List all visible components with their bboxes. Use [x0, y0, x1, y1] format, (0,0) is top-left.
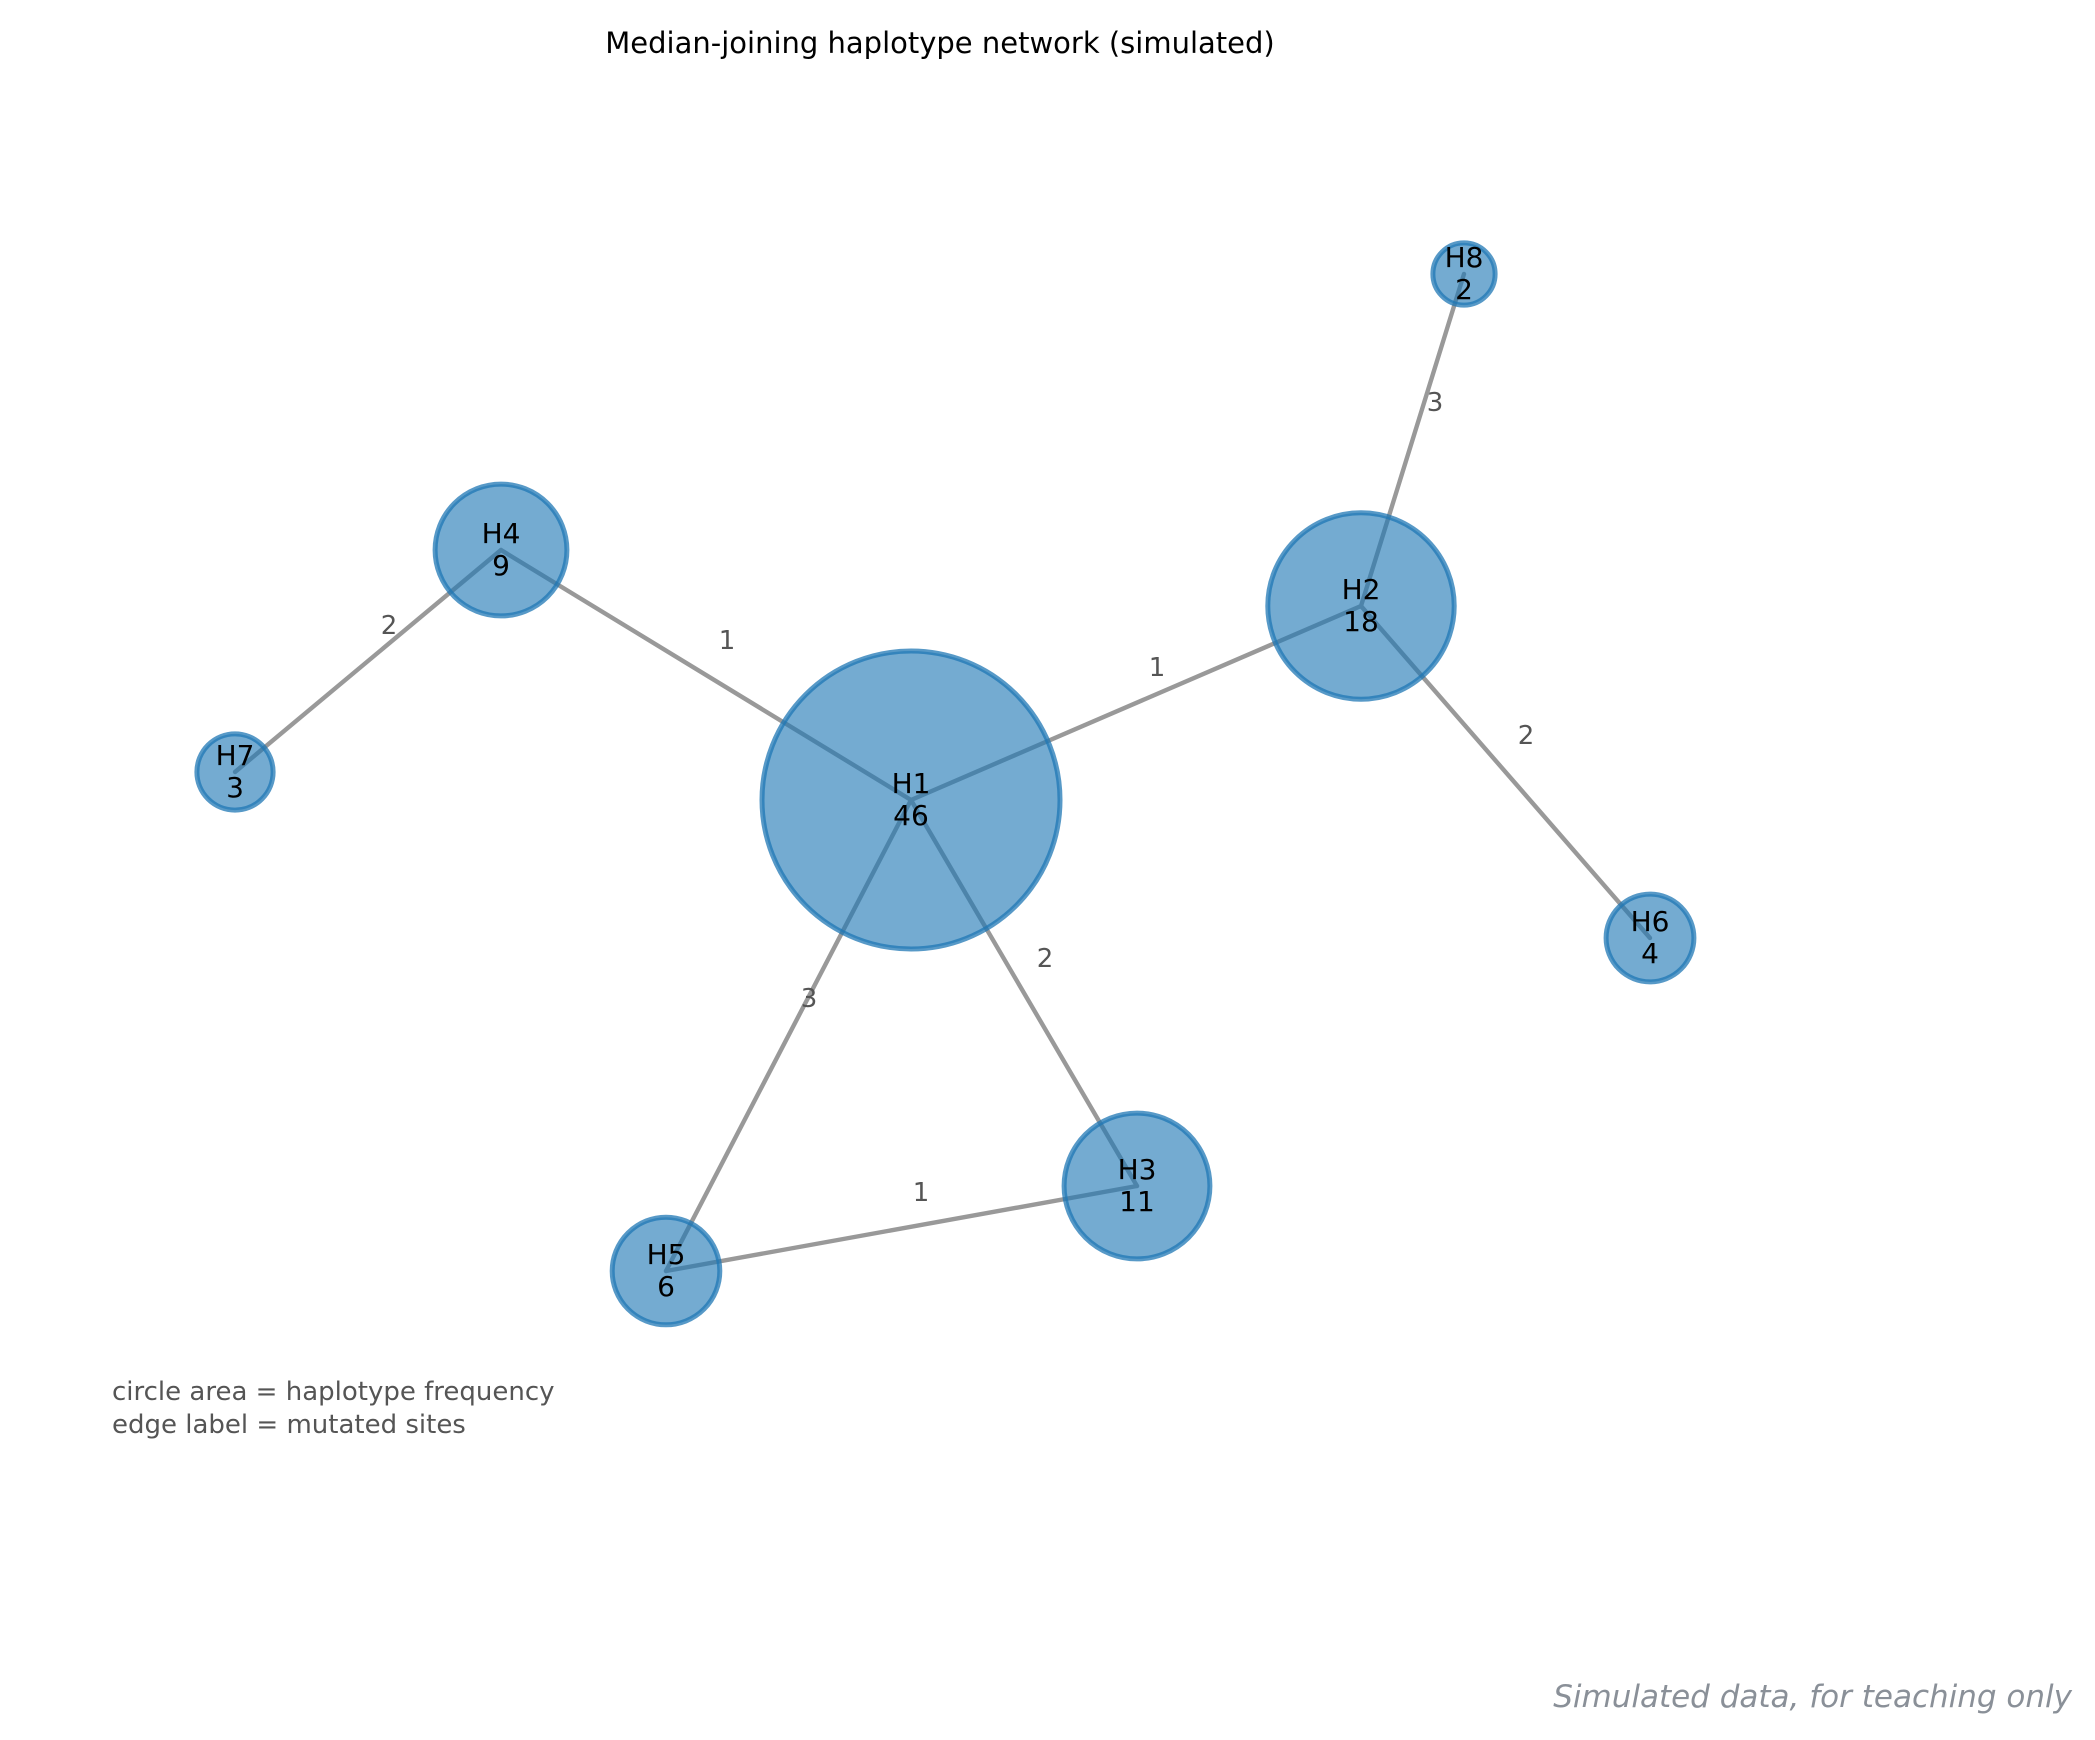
node-count-h1: 46: [893, 799, 929, 832]
node-count-h8: 2: [1455, 273, 1473, 306]
edge-label-h2-h6: 2: [1518, 721, 1535, 751]
node-count-h4: 9: [492, 549, 510, 582]
node-label-h1: H1: [892, 767, 931, 800]
node-count-h5: 6: [657, 1270, 675, 1303]
node-circle-h8: [1430, 240, 1498, 308]
node-label-h5: H5: [647, 1238, 686, 1271]
legend-area-note: circle area = haplotype frequency: [112, 1377, 555, 1407]
node-label-h3: H3: [1118, 1153, 1157, 1186]
node-label-h2: H2: [1342, 573, 1381, 606]
node-label-h4: H4: [482, 517, 521, 550]
node-circle-h3: [1061, 1110, 1213, 1262]
node-label-h7: H7: [216, 739, 255, 772]
node-h6: H64: [1603, 891, 1697, 985]
edge-label-h1-h2: 1: [1149, 653, 1166, 683]
edge-label-h2-h8: 3: [1427, 388, 1444, 418]
node-count-h6: 4: [1641, 937, 1659, 970]
node-h5: H56: [609, 1214, 723, 1328]
legend-edge-note: edge label = mutated sites: [112, 1410, 466, 1440]
node-circle-h7: [194, 731, 276, 813]
node-circle-h6: [1603, 891, 1697, 985]
node-count-h7: 3: [226, 771, 244, 804]
network-edge-labels: 1 1 2 3 2 3 2 1: [381, 388, 1535, 1208]
node-label-h6: H6: [1631, 905, 1670, 938]
node-circle-h1: [759, 648, 1063, 952]
node-circle-h4: [432, 481, 570, 619]
node-count-h2: 18: [1343, 605, 1379, 638]
watermark: Simulated data, for teaching only: [1553, 1679, 2072, 1715]
node-label-h8: H8: [1445, 241, 1484, 274]
node-h8: H82: [1430, 240, 1498, 308]
edge-label-h1-h5: 3: [801, 984, 818, 1014]
node-h4: H49: [432, 481, 570, 619]
node-count-h3: 11: [1119, 1185, 1155, 1218]
edge-label-h1-h4: 1: [719, 626, 736, 656]
edge-label-h4-h7: 2: [381, 611, 398, 641]
node-circle-h5: [609, 1214, 723, 1328]
edge-h5-h3: [663, 1183, 1140, 1274]
node-circle-h2: [1265, 510, 1457, 702]
node-h7: H73: [194, 731, 276, 813]
edge-label-h5-h3: 1: [913, 1178, 930, 1208]
figure-title: Median-joining haplotype network (simula…: [605, 26, 1274, 60]
edge-label-h1-h3: 2: [1037, 944, 1054, 974]
